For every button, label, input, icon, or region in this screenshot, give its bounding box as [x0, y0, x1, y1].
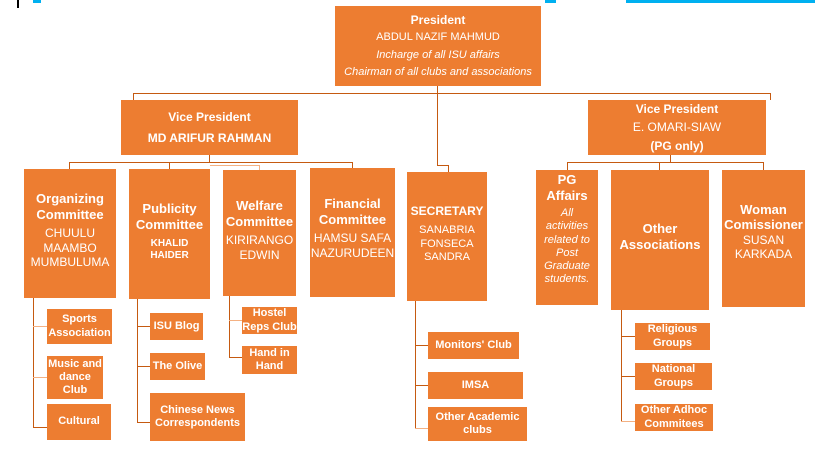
- org-child-tick-2: [33, 377, 47, 378]
- left-edge-mark: [17, 0, 19, 8]
- organizing-title: Organizing Committee: [36, 191, 104, 222]
- child-cultural[interactable]: Cultural: [47, 404, 111, 440]
- woman-commissioner-name: SUSAN KARKADA: [734, 232, 793, 262]
- connector-vp2-bus: [567, 162, 764, 163]
- child-national-groups[interactable]: National Groups: [635, 363, 712, 390]
- connector-secretary-drop2: [448, 165, 449, 172]
- publicity-name: KHALID HAIDER: [150, 238, 189, 262]
- connector-vp-bus: [133, 93, 771, 94]
- welfare-title: Welfare Committee: [225, 198, 294, 229]
- child-religious-groups[interactable]: Religious Groups: [635, 323, 710, 350]
- child-other-academic-clubs[interactable]: Other Academic clubs: [428, 407, 527, 441]
- woman-commissioner-box[interactable]: Woman Comissioner SUSAN KARKADA: [722, 170, 805, 307]
- organizing-name: CHUULU MAAMBO MUMBULUMA: [30, 226, 110, 269]
- header-fragment-right: [545, 0, 815, 3]
- president-box[interactable]: President ABDUL NAZIF MAHMUD Incharge of…: [335, 6, 541, 86]
- vp2-title: Vice President: [635, 101, 719, 116]
- secretary-box[interactable]: SECRETARY SANABRIA FONSECA SANDRA: [407, 172, 487, 301]
- pub-child-tick-2: [137, 366, 150, 367]
- pub-child-tick-1: [137, 326, 150, 327]
- child-isu-blog[interactable]: ISU Blog: [150, 313, 203, 340]
- publicity-title: Publicity Committee: [135, 201, 204, 232]
- connector-committee-bus: [69, 162, 353, 163]
- financial-committee-box[interactable]: Financial Committee HAMSU SAFA NAZURUDEE…: [310, 168, 395, 297]
- other-child-tick-2: [621, 376, 635, 377]
- publicity-committee-box[interactable]: Publicity Committee KHALID HAIDER: [129, 169, 210, 299]
- other-child-tick-1: [621, 336, 635, 337]
- sec-child-tick-2: [415, 385, 428, 386]
- child-imsa[interactable]: IMSA: [428, 372, 523, 399]
- connector-president-down: [437, 86, 438, 166]
- connector-vp2-drop: [770, 93, 771, 100]
- child-chinese-news-correspondents[interactable]: Chinese News Correspondents: [150, 393, 245, 441]
- woman-commissioner-title: Woman Comissioner: [724, 201, 803, 233]
- vp1-name: MD ARIFUR RAHMAN: [147, 130, 272, 145]
- pg-affairs-desc: All activities related to Post Graduate …: [544, 207, 590, 286]
- connector-org-drop: [69, 162, 70, 169]
- connector-fin-drop: [352, 162, 353, 168]
- org-child-tick-1: [33, 326, 47, 327]
- vp2-note: (PG only): [650, 138, 704, 153]
- connector-secretary-drop: [437, 165, 449, 166]
- connector-pub-drop: [169, 162, 170, 169]
- vp1-title: Vice President: [168, 110, 251, 125]
- other-child-spine: [621, 310, 622, 422]
- president-name: ABDUL NAZIF MAHMUD: [376, 31, 500, 44]
- child-sports-association[interactable]: Sports Association: [47, 309, 112, 344]
- other-associations-box[interactable]: Other Associations: [611, 170, 709, 310]
- connector-welfare-drop2: [259, 165, 260, 170]
- welfare-child-tick-1: [229, 320, 242, 321]
- pg-affairs-title: PG Affairs: [546, 172, 588, 203]
- pub-child-tick-3: [137, 422, 150, 423]
- connector-woman-drop: [763, 162, 764, 170]
- financial-title: Financial Committee: [318, 196, 387, 227]
- president-role-1: Incharge of all ISU affairs: [376, 48, 500, 61]
- child-hostel-reps-club[interactable]: Hostel Reps Club: [242, 307, 297, 334]
- connector-vp1-down: [209, 155, 210, 163]
- org-child-tick-3: [33, 427, 47, 428]
- vp1-box[interactable]: Vice President MD ARIFUR RAHMAN: [121, 100, 298, 155]
- welfare-child-tick-2: [229, 357, 242, 358]
- vp2-name: E. OMARI-SIAW: [632, 120, 722, 135]
- pub-child-spine: [137, 299, 138, 423]
- other-child-tick-3: [621, 421, 635, 422]
- child-the-olive[interactable]: The Olive: [150, 353, 205, 380]
- sec-child-tick-3: [415, 428, 428, 429]
- secretary-title: SECRETARY: [410, 204, 484, 218]
- child-monitors-club[interactable]: Monitors' Club: [428, 332, 519, 359]
- connector-vp1-drop: [133, 93, 134, 100]
- vp2-box[interactable]: Vice President E. OMARI-SIAW (PG only): [588, 100, 766, 155]
- child-music-dance-club[interactable]: Music and dance Club: [47, 356, 103, 399]
- connector-other-drop: [659, 162, 660, 170]
- welfare-child-spine: [229, 296, 230, 358]
- header-fragment-left: [33, 0, 41, 3]
- connector-vp2-down: [670, 155, 671, 163]
- president-title: President: [410, 13, 466, 28]
- sec-child-spine: [415, 301, 416, 429]
- president-role-2: Chairman of all clubs and associations: [344, 65, 532, 78]
- sec-child-tick-1: [415, 345, 428, 346]
- connector-pg-drop: [567, 162, 568, 170]
- connector-welfare-drop: [210, 165, 260, 166]
- financial-name: HAMSU SAFA NAZURUDEEN: [310, 231, 395, 260]
- child-other-adhoc-commitees[interactable]: Other Adhoc Commitees: [635, 404, 713, 431]
- secretary-name: SANABRIA FONSECA SANDRA: [419, 224, 475, 263]
- pg-affairs-box[interactable]: PG Affairs All activities related to Pos…: [536, 170, 598, 305]
- welfare-committee-box[interactable]: Welfare Committee KIRIRANGO EDWIN: [223, 170, 296, 296]
- child-hand-in-hand[interactable]: Hand in Hand: [242, 346, 297, 374]
- welfare-name: KIRIRANGO EDWIN: [225, 233, 294, 262]
- org-child-spine: [33, 298, 34, 428]
- organizing-committee-box[interactable]: Organizing Committee CHUULU MAAMBO MUMBU…: [24, 169, 116, 298]
- other-associations-title: Other Associations: [619, 221, 701, 252]
